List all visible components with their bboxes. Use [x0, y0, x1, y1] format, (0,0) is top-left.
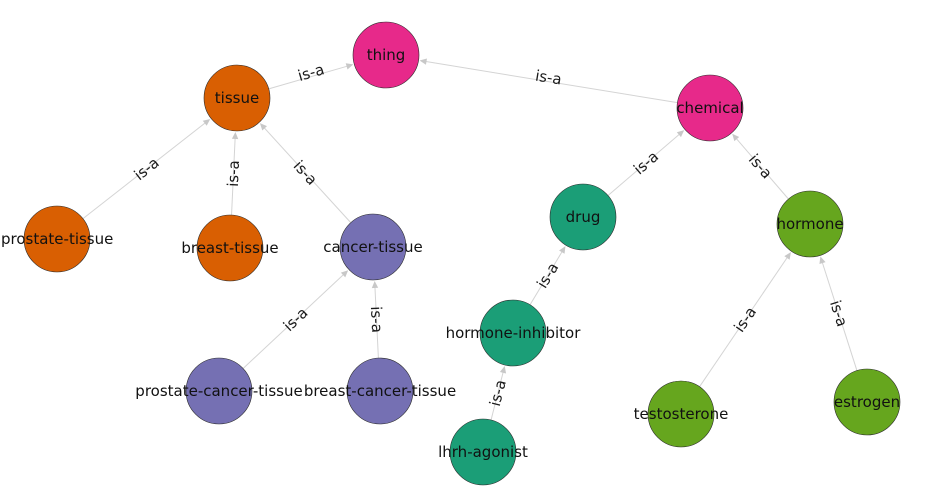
edge-arrowhead: [819, 256, 826, 265]
edge-label: is-a: [486, 378, 510, 408]
edge-arrowhead: [784, 252, 791, 260]
edge-label: is-a: [296, 60, 327, 85]
node-prostate-cancer-tissue[interactable]: prostate-cancer-tissue: [135, 357, 303, 425]
node-lhrh-agonist[interactable]: lhrh-agonist: [438, 418, 528, 486]
node-circle[interactable]: [647, 380, 715, 448]
edge-breast-cancer-tissue-to-cancer-tissue: is-a: [367, 280, 386, 359]
node-prostate-tissue[interactable]: prostate-tissue: [1, 205, 113, 273]
edge-label: is-a: [730, 303, 760, 335]
node-circle[interactable]: [776, 190, 844, 258]
node-circle[interactable]: [346, 357, 414, 425]
node-circle[interactable]: [185, 357, 253, 425]
edge-estrogen-to-hormone: is-a: [819, 256, 858, 371]
edge-arrowhead: [345, 63, 354, 70]
node-drug[interactable]: drug: [549, 183, 617, 251]
node-breast-cancer-tissue[interactable]: breast-cancer-tissue: [304, 357, 456, 425]
node-circle[interactable]: [833, 368, 901, 436]
edge-line: [529, 250, 564, 306]
edge-arrowhead: [676, 130, 685, 138]
node-hormone-inhibitor[interactable]: hormone-inhibitor: [446, 299, 582, 367]
edge-drug-to-chemical: is-a: [607, 130, 685, 196]
edge-line: [735, 137, 789, 200]
edge-label: is-a: [534, 67, 563, 89]
edge-arrowhead: [202, 118, 211, 126]
node-label: hormone: [776, 215, 843, 233]
edge-arrowhead: [231, 131, 239, 140]
edge-arrowhead: [732, 133, 740, 142]
node-circle[interactable]: [449, 418, 517, 486]
edge-line: [607, 133, 681, 196]
node-label: thing: [367, 46, 406, 64]
node-label: drug: [566, 208, 601, 226]
edge-hormone-to-chemical: is-a: [732, 133, 789, 200]
edge-hormone-inhibitor-to-drug: is-a: [529, 246, 566, 306]
edge-arrowhead: [499, 365, 507, 374]
node-label: lhrh-agonist: [438, 443, 528, 461]
edge-lhrh-agonist-to-hormone-inhibitor: is-a: [486, 365, 510, 421]
edge-line: [268, 65, 349, 90]
edge-label: is-a: [290, 157, 321, 189]
edge-arrowhead: [419, 58, 427, 65]
edge-arrowhead: [259, 123, 268, 131]
node-label: estrogen: [834, 393, 900, 411]
edge-line: [242, 273, 345, 369]
node-label: breast-cancer-tissue: [304, 382, 456, 400]
node-cancer-tissue[interactable]: cancer-tissue: [323, 213, 423, 281]
node-circle[interactable]: [352, 21, 420, 89]
edge-chemical-to-thing: is-a: [419, 58, 678, 104]
node-label: tissue: [215, 89, 259, 107]
node-chemical[interactable]: chemical: [676, 74, 744, 142]
node-label: prostate-tissue: [1, 230, 113, 248]
edge-line: [821, 260, 858, 371]
edge-breast-tissue-to-tissue: is-a: [224, 131, 243, 216]
node-circle[interactable]: [339, 213, 407, 281]
node-circle[interactable]: [479, 299, 547, 367]
edge-line: [490, 370, 504, 421]
edge-label: is-a: [533, 259, 562, 291]
node-circle[interactable]: [549, 183, 617, 251]
node-label: chemical: [676, 99, 743, 117]
edge-label: is-a: [826, 298, 851, 329]
edge-testosterone-to-hormone: is-a: [699, 252, 791, 387]
node-hormone[interactable]: hormone: [776, 190, 844, 258]
node-label: prostate-cancer-tissue: [135, 382, 302, 400]
edge-label: is-a: [745, 150, 776, 182]
edge-arrowhead: [340, 270, 349, 278]
node-tissue[interactable]: tissue: [203, 64, 271, 132]
node-label: cancer-tissue: [323, 238, 422, 256]
node-breast-tissue[interactable]: breast-tissue: [181, 214, 279, 282]
edge-prostate-tissue-to-tissue: is-a: [82, 118, 211, 220]
nodes-layer: thing tissue chemical prostate-tissue breast…: [1, 21, 901, 486]
edge-prostate-cancer-tissue-to-cancer-tissue: is-a: [242, 270, 349, 369]
edge-arrowhead: [371, 280, 379, 289]
edge-cancer-tissue-to-tissue: is-a: [259, 123, 352, 223]
edge-label: is-a: [224, 160, 243, 187]
edge-line: [699, 255, 789, 387]
node-testosterone[interactable]: testosterone: [634, 380, 729, 448]
node-label: hormone-inhibitor: [446, 324, 582, 342]
edge-line: [424, 60, 678, 104]
node-circle[interactable]: [203, 64, 271, 132]
edge-arrowhead: [559, 246, 566, 254]
edge-label: is-a: [630, 147, 662, 178]
edge-label: is-a: [367, 306, 386, 333]
node-circle[interactable]: [23, 205, 91, 273]
edge-line: [374, 285, 379, 359]
node-circle[interactable]: [676, 74, 744, 142]
node-thing[interactable]: thing: [352, 21, 420, 89]
node-label: testosterone: [634, 405, 729, 423]
node-estrogen[interactable]: estrogen: [833, 368, 901, 436]
edge-label: is-a: [131, 154, 163, 185]
edge-line: [262, 126, 352, 223]
edge-line: [82, 121, 207, 220]
node-circle[interactable]: [196, 214, 264, 282]
edge-line: [231, 136, 236, 216]
edge-tissue-to-thing: is-a: [268, 60, 354, 90]
node-label: breast-tissue: [181, 239, 278, 257]
